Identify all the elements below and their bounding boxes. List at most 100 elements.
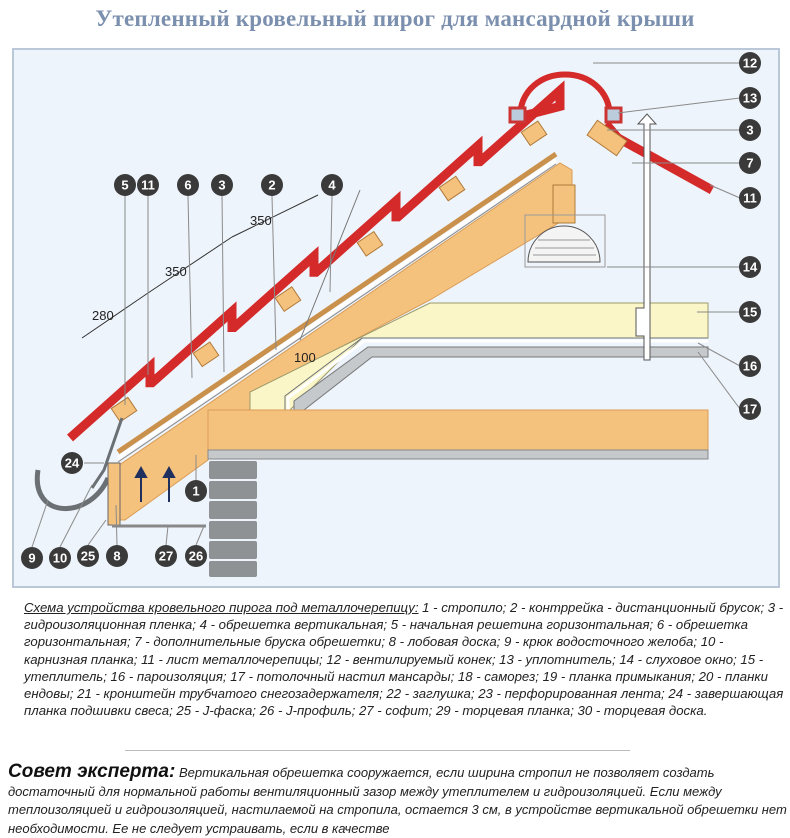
callout-5: 5 bbox=[114, 174, 136, 196]
separator bbox=[125, 750, 630, 751]
callout-number: 14 bbox=[743, 260, 758, 275]
callout-number: 26 bbox=[189, 549, 203, 564]
callout-15: 15 bbox=[739, 301, 761, 323]
callout-10: 10 bbox=[49, 547, 71, 569]
callout-circle bbox=[739, 152, 761, 174]
metal-tile-sheet-11 bbox=[67, 80, 565, 442]
batten-6 bbox=[110, 396, 138, 423]
caption-heading: Схема устройства кровельного пирога под … bbox=[24, 600, 419, 615]
callout-number: 3 bbox=[746, 123, 753, 138]
callout-circle bbox=[114, 174, 136, 196]
callout-3l: 3 bbox=[211, 174, 233, 196]
callout-circle bbox=[739, 87, 761, 109]
callout-number: 7 bbox=[746, 156, 753, 171]
membrane-3 bbox=[116, 158, 558, 460]
callout-circle bbox=[739, 355, 761, 377]
callout-number: 11 bbox=[743, 191, 757, 206]
seal-13 bbox=[508, 106, 527, 124]
callout-4: 4 bbox=[321, 174, 343, 196]
callout-9: 9 bbox=[21, 547, 43, 569]
batten-7 bbox=[586, 119, 628, 157]
callout-circle bbox=[261, 174, 283, 196]
batten-6 bbox=[438, 175, 466, 202]
callout-number: 4 bbox=[328, 178, 336, 193]
callout-13: 13 bbox=[739, 87, 761, 109]
callout-circle bbox=[177, 174, 199, 196]
caption-text: 1 - стропило; 2 - контррейка - дистанцио… bbox=[24, 600, 784, 719]
tip-text: Вертикальная обрешетка сооружается, если… bbox=[8, 765, 787, 836]
callout-circle bbox=[321, 174, 343, 196]
tip-heading: Совет эксперта: bbox=[8, 761, 176, 782]
callout-circle bbox=[185, 545, 207, 567]
callout-number: 27 bbox=[159, 549, 173, 564]
callout-number: 11 bbox=[141, 178, 155, 193]
ceiling-board bbox=[207, 449, 709, 460]
callout-27: 27 bbox=[155, 545, 177, 567]
callout-circle bbox=[137, 174, 159, 196]
dimension-350-lower: 350 bbox=[165, 264, 187, 279]
callout-circle bbox=[155, 545, 177, 567]
dimension-280: 280 bbox=[92, 308, 114, 323]
vapor-barrier-16 bbox=[286, 339, 708, 410]
ceiling-17 bbox=[293, 346, 709, 411]
callout-11r: 11 bbox=[739, 187, 761, 209]
callout-circle bbox=[61, 452, 83, 474]
callout-circle bbox=[49, 547, 71, 569]
dormer-window-14 bbox=[524, 214, 606, 268]
callout-12: 12 bbox=[739, 52, 761, 74]
callout-14: 14 bbox=[739, 256, 761, 278]
fascia-board-8 bbox=[107, 462, 121, 526]
callout-number: 3 bbox=[218, 178, 225, 193]
callout-number: 13 bbox=[743, 91, 757, 106]
callout-number: 10 bbox=[53, 551, 67, 566]
callout-7: 7 bbox=[739, 152, 761, 174]
callout-circle bbox=[739, 398, 761, 420]
brick-wall bbox=[207, 459, 259, 579]
callout-8: 8 bbox=[106, 545, 128, 567]
callout-3r: 3 bbox=[739, 119, 761, 141]
membrane-edge bbox=[117, 163, 557, 463]
eave-strip-10 bbox=[90, 417, 124, 489]
callout-25: 25 bbox=[77, 545, 99, 567]
callout-circle bbox=[739, 256, 761, 278]
callout-26: 26 bbox=[185, 545, 207, 567]
callout-number: 15 bbox=[743, 305, 757, 320]
leader-lines bbox=[31, 62, 741, 548]
callout-circle bbox=[77, 545, 99, 567]
battens bbox=[110, 120, 548, 423]
callout-number: 5 bbox=[121, 178, 128, 193]
callout-number: 8 bbox=[113, 549, 120, 564]
callout-1: 1 bbox=[185, 480, 207, 502]
callout-circle bbox=[185, 480, 207, 502]
seal-13-right bbox=[604, 106, 623, 124]
dimension-100: 100 bbox=[294, 350, 316, 365]
callout-number: 12 bbox=[743, 56, 757, 71]
counter-batten-2 bbox=[116, 151, 558, 455]
callout-number: 25 bbox=[81, 549, 95, 564]
callout-number: 1 bbox=[192, 484, 199, 499]
gable-post bbox=[552, 184, 576, 224]
callout-number: 2 bbox=[268, 178, 275, 193]
dimension-350-upper: 350 bbox=[250, 213, 272, 228]
callout-circle bbox=[739, 52, 761, 74]
metal-tile-right bbox=[602, 121, 715, 194]
callout-number: 6 bbox=[184, 178, 191, 193]
ventilated-ridge-12 bbox=[517, 71, 613, 119]
callout-number: 16 bbox=[743, 359, 757, 374]
batten-6 bbox=[356, 230, 384, 257]
callout-6: 6 bbox=[177, 174, 199, 196]
callout-24: 24 bbox=[61, 452, 83, 474]
callout-circle bbox=[106, 545, 128, 567]
floor-beam bbox=[207, 409, 709, 451]
callout-16: 16 bbox=[739, 355, 761, 377]
callout-number: 24 bbox=[65, 456, 80, 471]
callout-11l: 11 bbox=[137, 174, 159, 196]
callout-number: 17 bbox=[743, 402, 757, 417]
callout-2: 2 bbox=[261, 174, 283, 196]
callout-circle bbox=[739, 187, 761, 209]
gutter-hook-9 bbox=[34, 469, 111, 512]
callout-circle bbox=[21, 547, 43, 569]
callout-circle bbox=[211, 174, 233, 196]
callout-17: 17 bbox=[739, 398, 761, 420]
